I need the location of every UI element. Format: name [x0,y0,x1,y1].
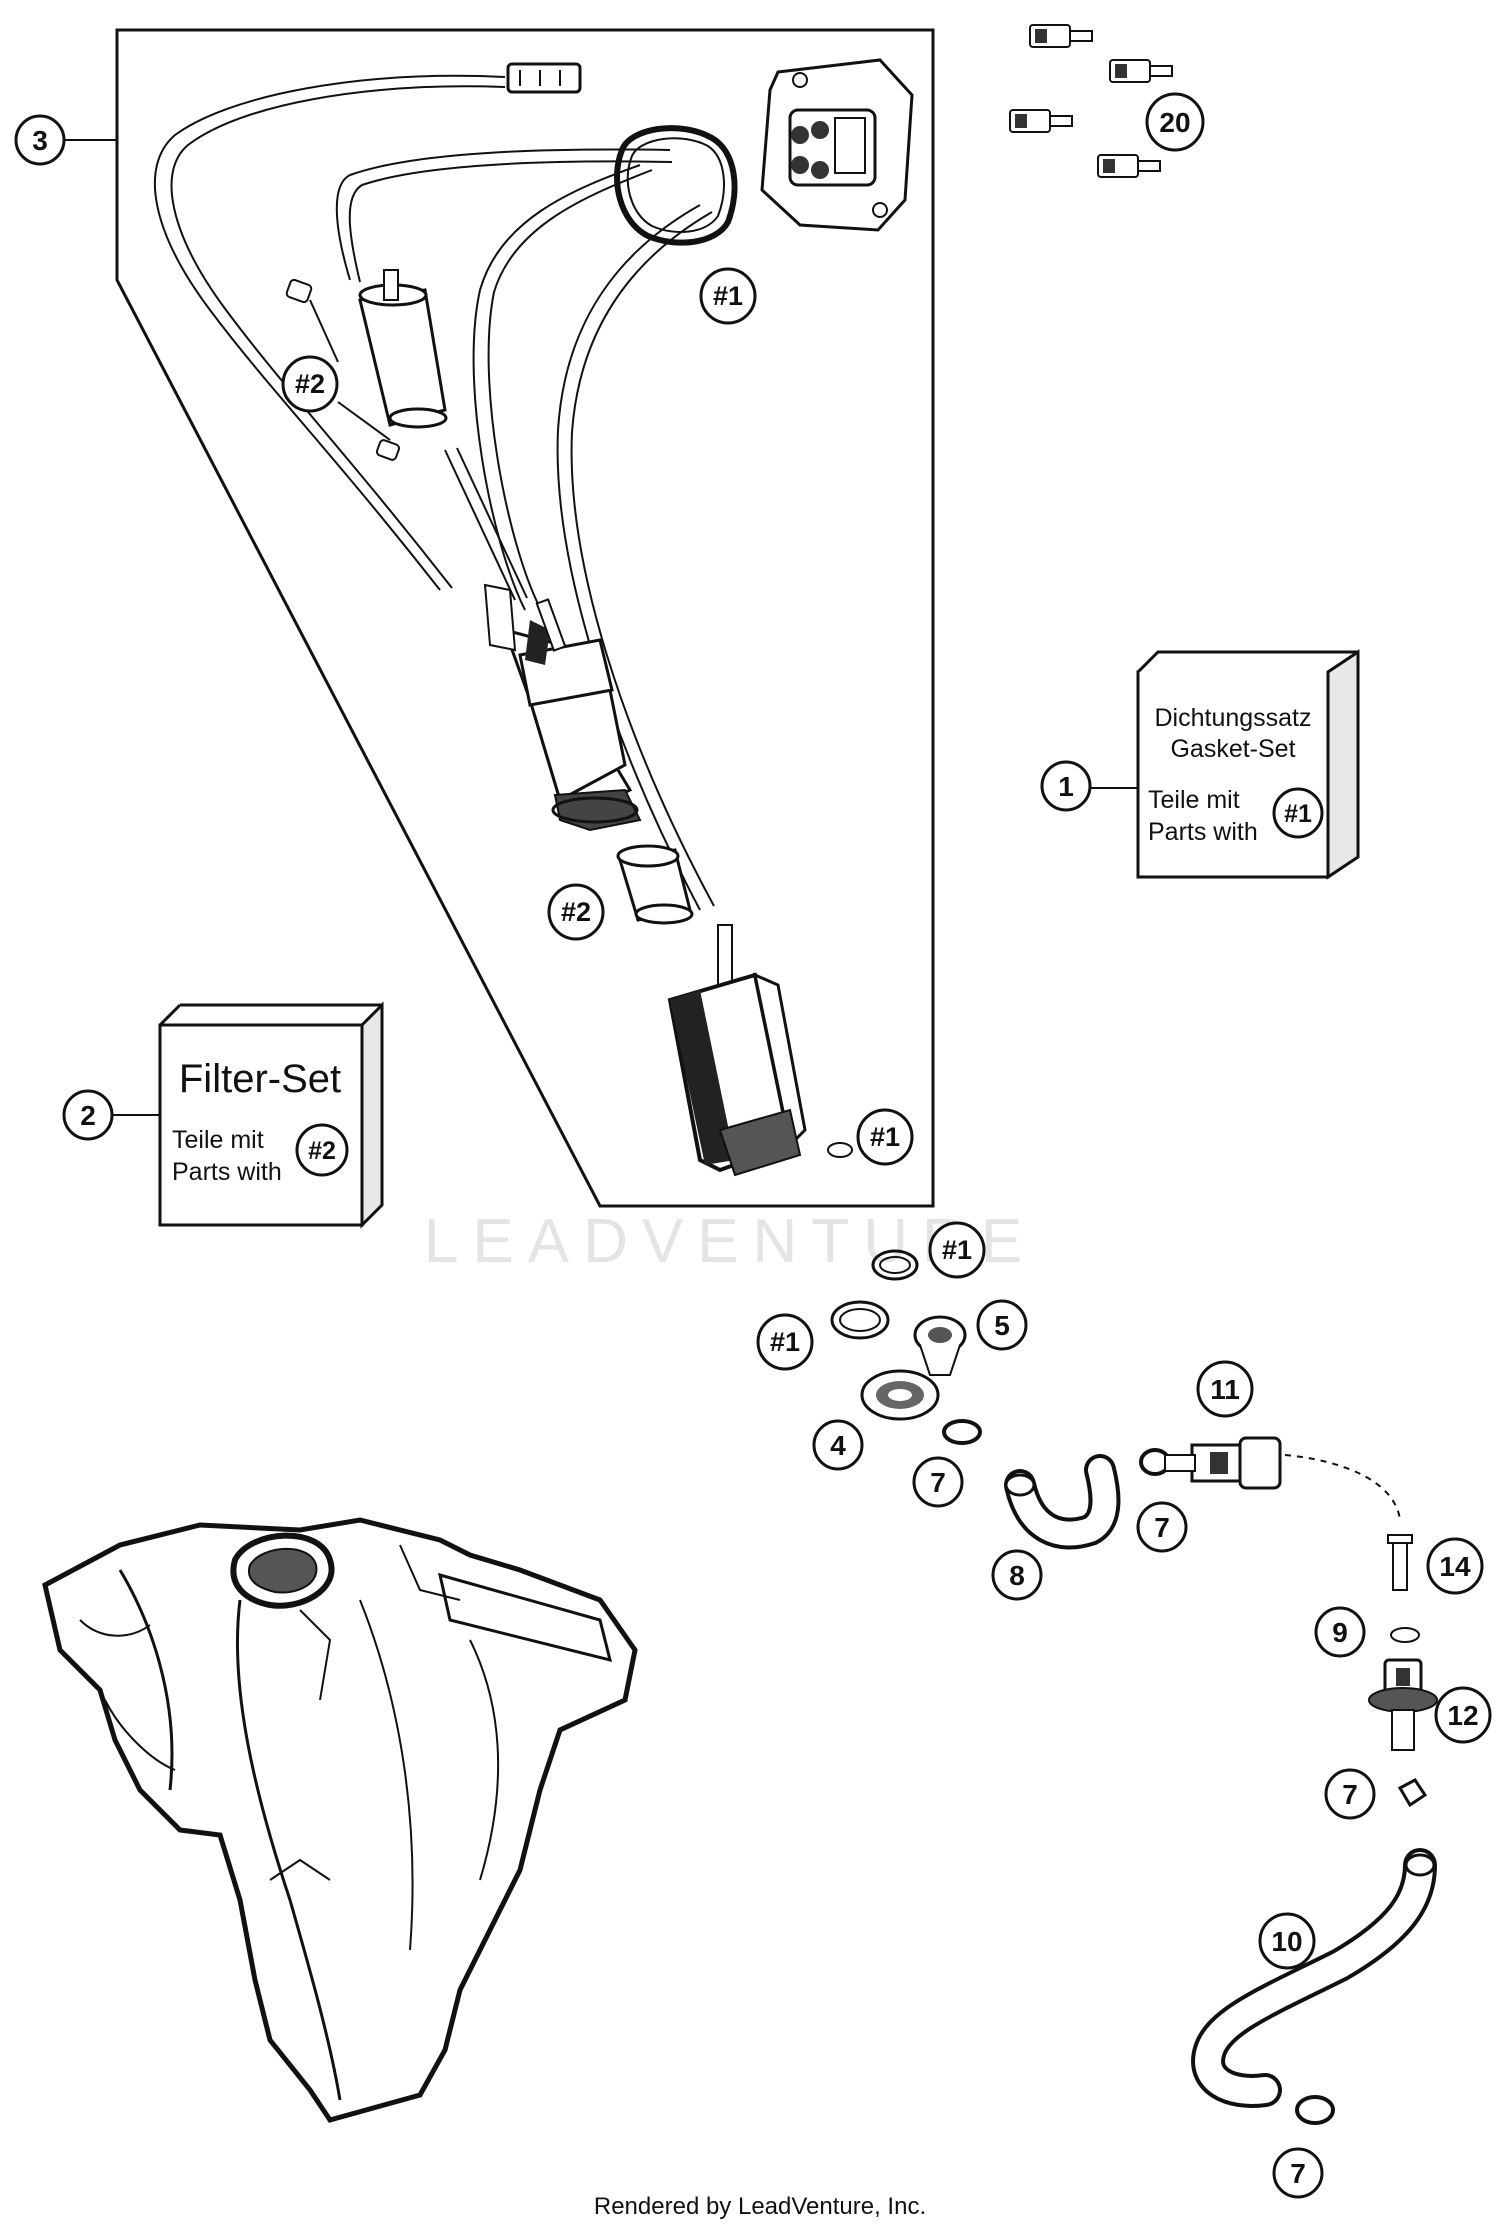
quick-connector [1164,1436,1401,1521]
small-o-ring [1390,1627,1420,1643]
fuel-pump-body [483,583,642,832]
watermark: LEADVENTURE [424,1207,1036,1276]
svg-text:14: 14 [1439,1551,1471,1582]
gasket-box-line2: Gasket-Set [1170,735,1295,763]
callout-9: 9 [1314,1606,1366,1658]
long-hose [1191,1848,1437,2108]
o-rings [830,1249,919,1340]
callout-hash1-orings-b: #1 [756,1313,814,1371]
svg-text:#1: #1 [870,1122,900,1152]
callout-hash1-orings-a: #1 [928,1221,986,1279]
callout-hash1-pump: #1 [856,1108,914,1166]
filter-set-box: Filter-Set Teile mit Parts with #2 [158,1001,384,1229]
svg-text:1: 1 [1058,771,1074,802]
svg-text:9: 9 [1332,1617,1348,1648]
fuel-lines [153,74,715,911]
callout-1: 1 [1040,760,1092,812]
svg-text:3: 3 [32,125,48,156]
callout-10: 10 [1258,1912,1316,1970]
filter-box-line2: Parts with [172,1158,282,1186]
grommet [913,1315,967,1376]
filter-box-line1: Teile mit [172,1126,264,1154]
svg-text:11: 11 [1210,1374,1240,1405]
svg-text:7: 7 [1290,2158,1306,2189]
callout-hash2-lower: #2 [547,883,605,941]
callout-7-c: 7 [1324,1768,1376,1820]
callout-4: 4 [812,1419,864,1471]
svg-text:#1: #1 [713,281,743,311]
bolts [1009,24,1173,178]
pump-module-lower [667,924,853,1177]
gasket-set-box: Dichtungssatz Gasket-Set Teile mit Parts… [1136,649,1360,880]
callout-5: 5 [976,1299,1028,1351]
pump-flange-cover [760,58,914,232]
svg-text:7: 7 [1342,1779,1358,1810]
flange-gasket [614,125,738,246]
leader-lines [63,139,1138,1116]
svg-text:7: 7 [930,1467,946,1498]
callout-7-b: 7 [1136,1501,1188,1553]
filter-box-title: Filter-Set [179,1057,341,1101]
short-hose [1004,1454,1121,1550]
pump-assembly-outline [115,28,935,1208]
svg-text:2: 2 [80,1100,96,1131]
callout-3: 3 [14,114,66,166]
callout-14: 14 [1426,1537,1484,1595]
gasket-box-ref: #1 [1284,800,1312,828]
callout-hash1-top: #1 [699,267,757,325]
callout-hash2-upper: #2 [281,355,339,413]
footer-credit: Rendered by LeadVenture, Inc. [594,2193,926,2220]
screw [1387,1534,1413,1591]
gasket-box-line1: Dichtungssatz [1154,704,1311,732]
callout-7-d: 7 [1272,2147,1324,2199]
svg-text:#1: #1 [770,1327,800,1357]
callout-2: 2 [62,1089,114,1141]
svg-text:20: 20 [1159,107,1190,138]
inline-filter [285,269,448,461]
callout-11: 11 [1196,1360,1254,1418]
svg-text:8: 8 [1009,1560,1025,1591]
svg-text:7: 7 [1154,1512,1170,1543]
svg-text:10: 10 [1271,1926,1302,1957]
callout-12: 12 [1434,1686,1492,1744]
callout-7-a: 7 [912,1456,964,1508]
gasket-box-line4: Parts with [1148,818,1258,846]
gasket-box-line3: Teile mit [1148,786,1240,814]
filter-box-ref: #2 [308,1137,336,1165]
filter-sleeve [616,844,694,925]
svg-text:#2: #2 [295,369,325,399]
svg-text:#2: #2 [561,897,591,927]
electrical-connector [506,62,582,94]
valve-fitting [1368,1658,1438,1751]
svg-text:5: 5 [994,1310,1010,1341]
svg-text:4: 4 [830,1430,846,1461]
callout-8: 8 [991,1549,1043,1601]
callout-20: 20 [1145,92,1205,152]
seal-ring [860,1369,940,1421]
fuel-tank [42,1517,638,2123]
svg-text:12: 12 [1447,1700,1478,1731]
svg-text:#1: #1 [942,1235,972,1265]
